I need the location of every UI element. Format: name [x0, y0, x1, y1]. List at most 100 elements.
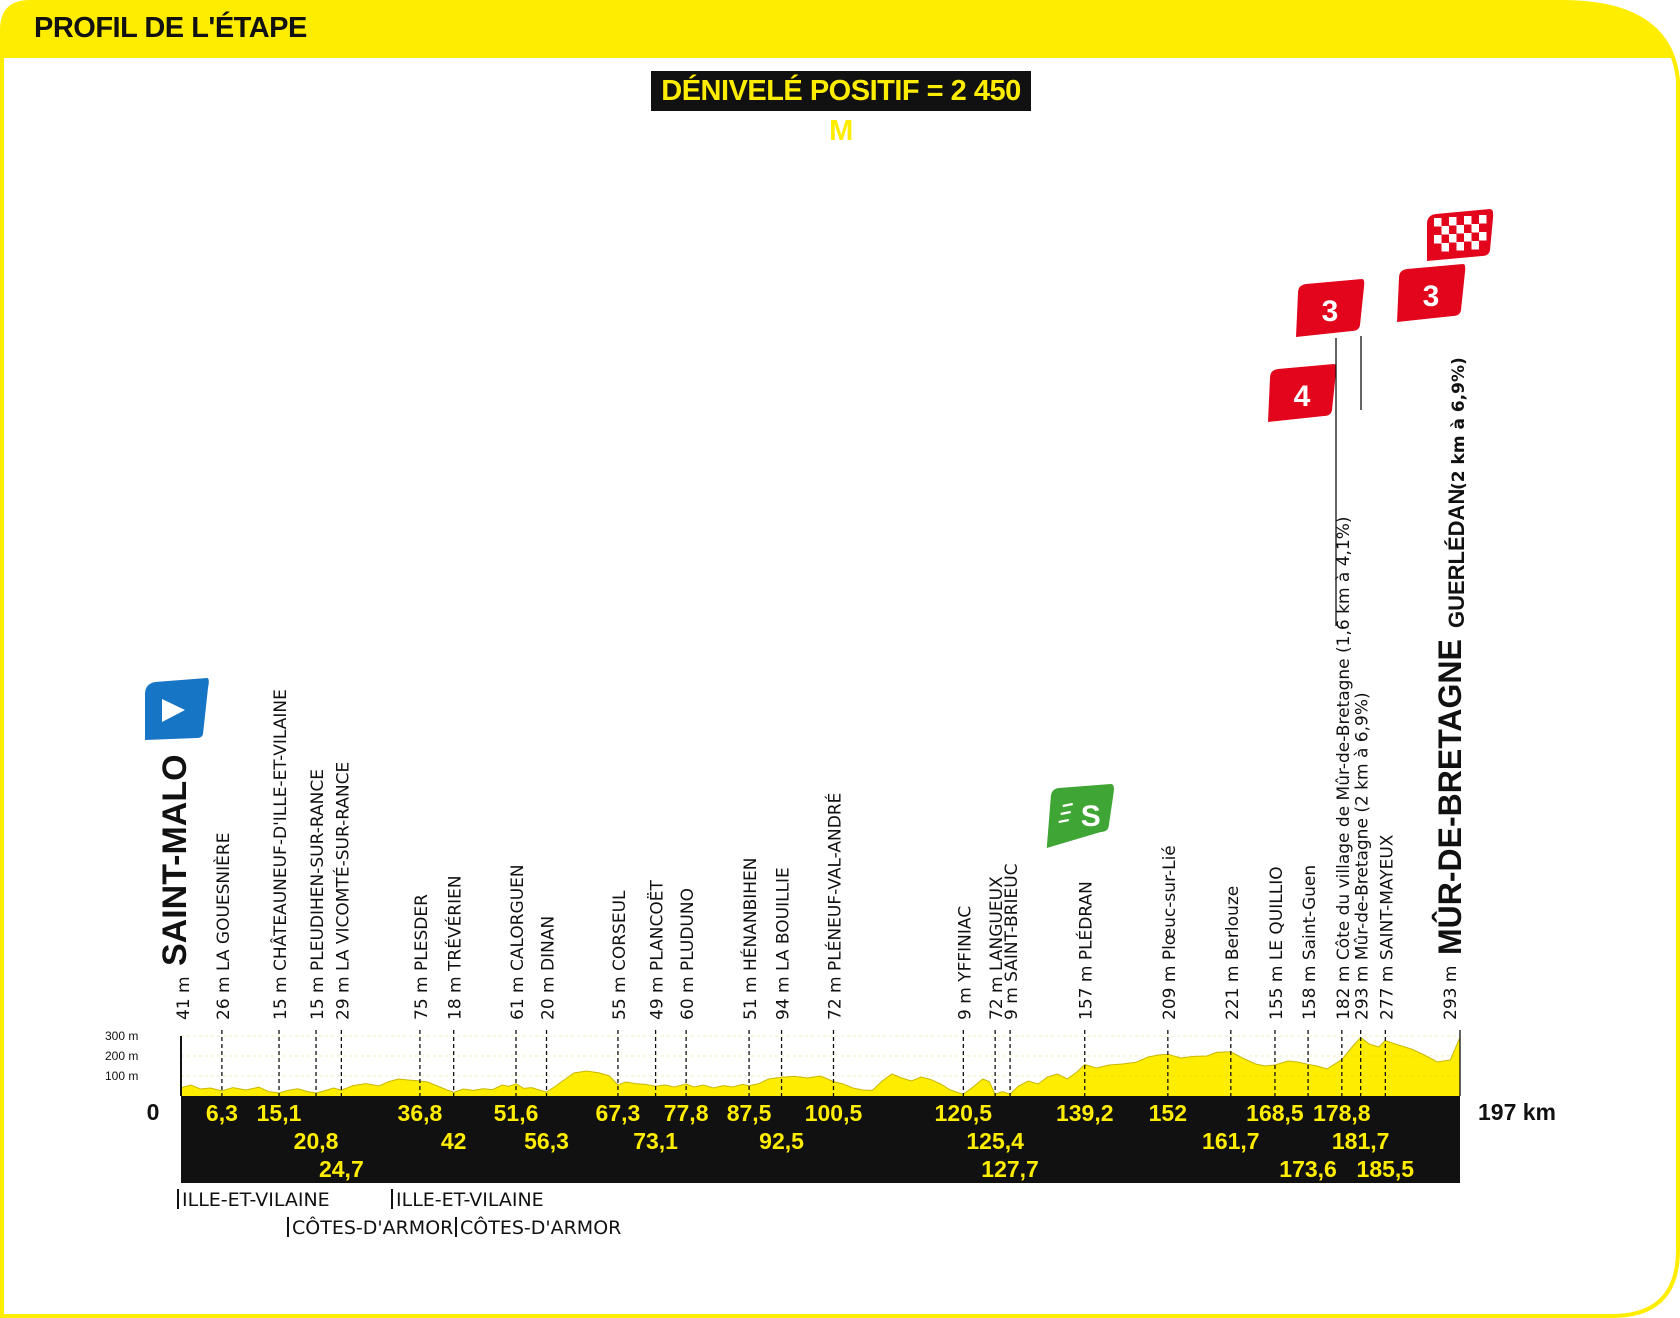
km-marker-label: 139,2: [1056, 1100, 1114, 1126]
distance-band: [181, 1096, 1460, 1183]
km-marker-label: 73,1: [633, 1128, 678, 1154]
checkpoint-label: 293 m Mûr-de-Bretagne (2 km à 6,9%): [1353, 692, 1373, 1020]
checkpoint-label: 51 m HÉNANBIHEN: [739, 857, 761, 1020]
checkpoint-label: 60 m PLUDUNO: [678, 888, 698, 1020]
climb-category-flag: 3: [1397, 264, 1466, 322]
checkpoint-label: 15 m CHÂTEAUNEUF-D'ILLE-ET-VILAINE: [269, 689, 291, 1020]
climb-category-flag: 4: [1268, 364, 1337, 422]
finish-climb-detail: (2 km à 6,9%): [1449, 357, 1469, 490]
km-marker-label: 77,8: [664, 1100, 709, 1126]
checkered-square: [1471, 224, 1479, 233]
distance-start-label: 0: [147, 1099, 160, 1125]
checkered-square: [1471, 241, 1479, 250]
checkered-square: [1434, 235, 1442, 244]
checkpoint-label: 15 m PLEUDIHEN-SUR-RANCE: [308, 769, 328, 1020]
climb-flag-shape: [1296, 279, 1365, 337]
km-marker-label: 20,8: [294, 1128, 339, 1154]
checkpoint-label: 155 m LE QUILLIO: [1267, 866, 1287, 1020]
finish-checkered-flag-icon: [1427, 209, 1494, 261]
km-marker-label: 125,4: [966, 1128, 1024, 1154]
km-marker-label: 152: [1149, 1100, 1187, 1126]
checkered-square: [1456, 225, 1464, 234]
page-title: PROFIL DE L'ÉTAPE: [34, 12, 307, 44]
checkpoint-label: 75 m PLESDER: [412, 894, 432, 1020]
distance-end-label: 197 km: [1478, 1099, 1556, 1125]
checkpoint-label: 277 m SAINT-MAYEUX: [1377, 834, 1397, 1020]
checkpoint-label: 9 m SAINT-BRIEUC: [1002, 863, 1022, 1020]
finish-altitude: 293 m: [1441, 966, 1461, 1020]
checkpoint-label: 9 m YFFINIAC: [955, 906, 975, 1020]
checkpoint-label: 18 m TRÉVÉRIEN: [444, 875, 466, 1020]
climb-flag-shape: [1268, 364, 1337, 422]
department-label: CÔTES-D'ARMOR: [287, 1217, 453, 1239]
km-marker-label: 120,5: [935, 1100, 993, 1126]
checkpoint-label: 72 m PLÉNEUF-VAL-ANDRÉ: [823, 793, 845, 1020]
checkpoint-label: 20 m DINAN: [539, 916, 559, 1020]
checkpoint-label: 209 m Plœuc-sur-Lié: [1160, 845, 1180, 1020]
department-label: ILLE-ET-VILAINE: [177, 1189, 330, 1211]
sprint-flag-lines: [1058, 802, 1073, 824]
km-marker-label: 24,7: [319, 1156, 364, 1182]
climb-flag-shape: [1397, 264, 1466, 322]
checkpoint-label: 94 m LA BOUILLIE: [774, 867, 794, 1020]
km-marker-label: 168,5: [1246, 1100, 1304, 1126]
checkpoint-label: 158 m Saint-Guen: [1300, 865, 1320, 1020]
finish-town-name: MÛR-DE-BRETAGNE: [1432, 639, 1468, 955]
checkered-square: [1479, 215, 1487, 224]
y-tick-label: 300 m: [105, 1029, 138, 1043]
finish-extra-name: GUERLÉDAN: [1444, 489, 1469, 628]
checkpoint-label: 55 m CORSEUL: [610, 890, 630, 1020]
km-marker-label: 127,7: [981, 1156, 1039, 1182]
km-marker-label: 36,8: [398, 1100, 443, 1126]
checkpoint-label: 61 m CALORGUEN: [508, 864, 528, 1020]
checkered-square: [1456, 242, 1464, 251]
department-label: CÔTES-D'ARMOR: [455, 1217, 621, 1239]
km-marker-label: 92,5: [759, 1128, 804, 1154]
climb-category-label: 4: [1294, 380, 1311, 413]
km-marker-label: 181,7: [1332, 1128, 1390, 1154]
start-altitude: 41 m: [174, 976, 194, 1020]
department-label: ILLE-ET-VILAINE: [391, 1189, 544, 1211]
km-marker-label: 67,3: [596, 1100, 641, 1126]
checkpoint-label: 221 m Berlouze: [1223, 886, 1243, 1020]
sprint-flag-shape: [1046, 784, 1114, 848]
sprint-flag-icon: S: [1046, 784, 1114, 848]
km-marker-label: 178,8: [1313, 1100, 1371, 1126]
sprint-flag-label: S: [1081, 800, 1101, 833]
checkpoint-label: 182 m Côte du village de Mûr-de-Bretagne…: [1334, 516, 1354, 1020]
y-tick-label: 200 m: [105, 1049, 138, 1063]
km-marker-label: 161,7: [1202, 1128, 1260, 1154]
checkered-square: [1441, 243, 1449, 252]
checkered-square: [1479, 232, 1487, 241]
start-town-name: SAINT-MALO: [156, 754, 194, 966]
checkpoint-label: 157 m PLÉDRAN: [1075, 881, 1097, 1020]
start-flag-icon: [145, 678, 209, 740]
elevation-gain-badge: DÉNIVELÉ POSITIF = 2 450 M: [651, 71, 1031, 147]
elevation-area: [181, 1037, 1460, 1096]
checkpoint-label: 26 m LA GOUESNIÈRE: [212, 833, 234, 1020]
climb-category-label: 3: [1423, 280, 1440, 313]
checkered-square: [1449, 217, 1457, 226]
checkpoint-label: 72 m LANGUEUX: [987, 876, 1007, 1020]
checkered-square: [1434, 218, 1442, 227]
climb-category-label: 3: [1322, 295, 1339, 328]
km-marker-label: 185,5: [1357, 1156, 1415, 1182]
km-marker-label: 100,5: [805, 1100, 863, 1126]
checkered-square: [1464, 233, 1472, 242]
km-marker-label: 42: [441, 1128, 467, 1154]
km-marker-label: 51,6: [494, 1100, 539, 1126]
y-tick-label: 100 m: [105, 1069, 138, 1083]
checkpoint-label: 49 m PLANCOËT: [647, 880, 668, 1020]
checkered-square: [1464, 216, 1472, 225]
checkered-square: [1441, 226, 1449, 235]
checkered-square: [1449, 234, 1457, 243]
km-marker-label: 6,3: [206, 1100, 238, 1126]
climb-category-flag: 3: [1296, 279, 1365, 337]
start-flag-arrow: [162, 699, 185, 722]
km-marker-label: 56,3: [524, 1128, 569, 1154]
km-marker-label: 87,5: [727, 1100, 772, 1126]
km-marker-label: 173,6: [1279, 1156, 1337, 1182]
checkpoint-label: 29 m LA VICOMTÉ-SUR-RANCE: [331, 762, 353, 1020]
